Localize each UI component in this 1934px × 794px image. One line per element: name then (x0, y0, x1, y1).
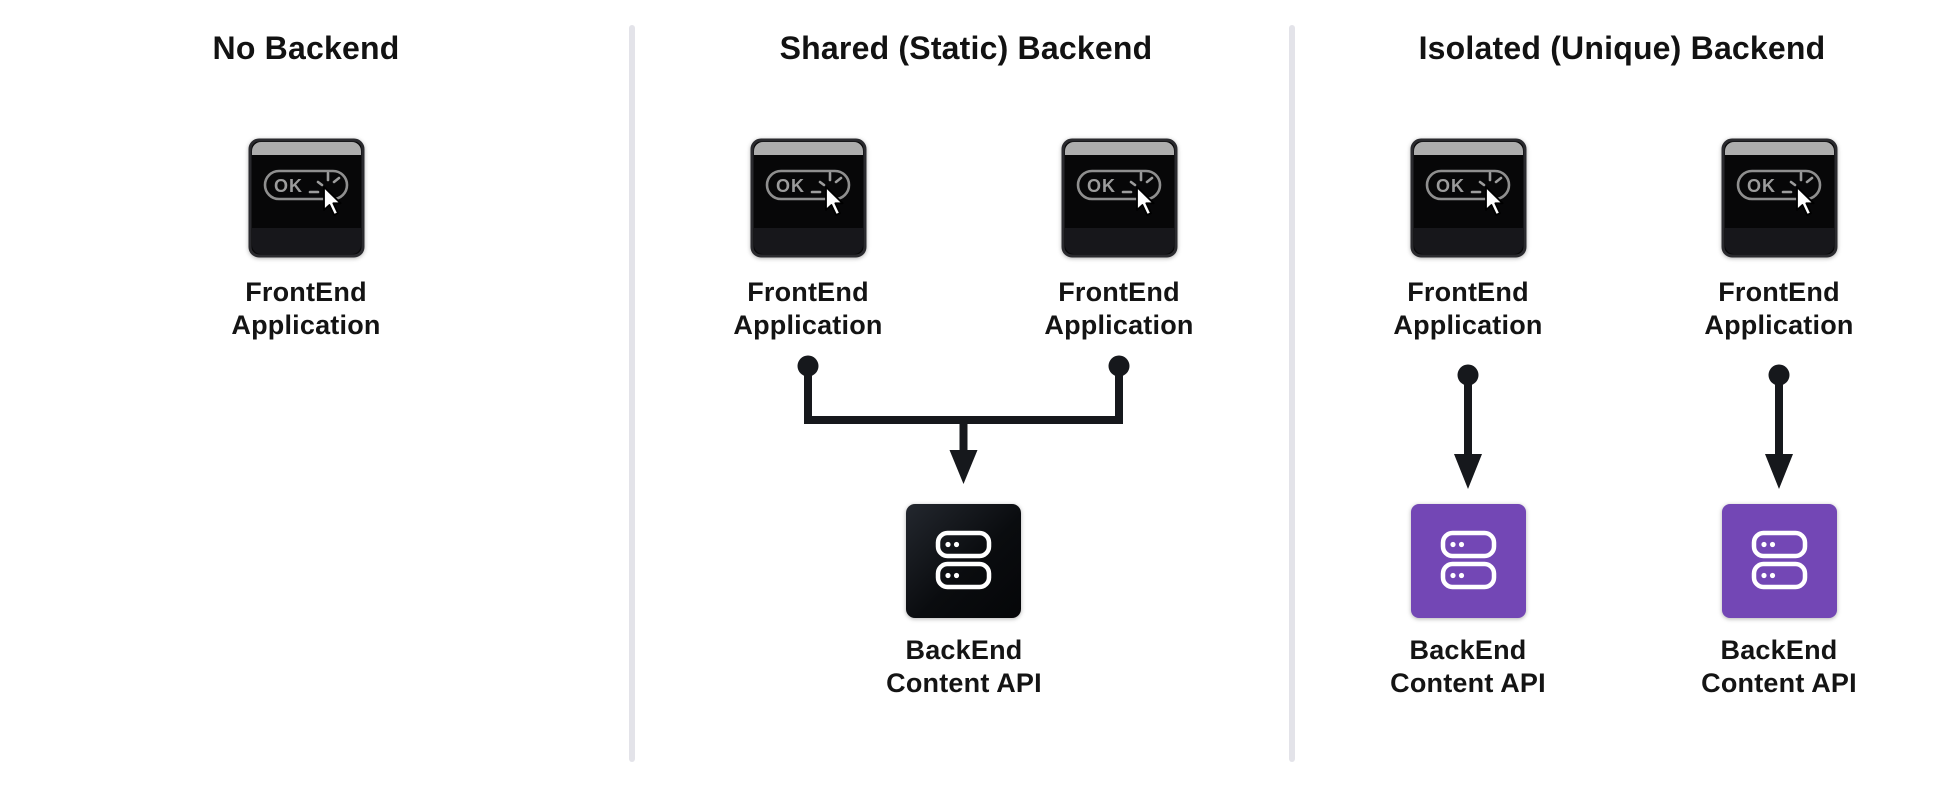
ok-button-label: OK (1436, 176, 1465, 196)
click-spark-icon (1781, 171, 1814, 194)
click-spark-icon (1470, 171, 1503, 194)
ok-button-label: OK (1747, 176, 1776, 196)
ok-button-label: OK (776, 176, 805, 196)
frontend-app-label: FrontEnd Application (1044, 277, 1194, 340)
column-divider (629, 25, 635, 762)
frontend-app-label: FrontEnd Application (733, 277, 883, 340)
click-spark-icon (308, 171, 341, 194)
server-stack-glyph (935, 530, 992, 590)
frontend-app-label: FrontEnd Application (1704, 277, 1854, 340)
cursor-arrow-icon (323, 186, 342, 216)
cursor-arrow-icon (1796, 186, 1815, 216)
cursor-arrow-icon (825, 186, 844, 216)
column-title-shared-backend: Shared (Static) Backend (779, 30, 1153, 66)
backend-api-label: BackEnd Content API (1390, 635, 1546, 698)
backend-server-icon-dark (905, 503, 1022, 619)
server-stack-glyph (1440, 530, 1497, 590)
column-title-no-backend: No Backend (212, 30, 400, 66)
click-spark-icon (1121, 171, 1154, 194)
column-divider (1289, 25, 1295, 762)
connector-isolated-arrow-2 (1765, 364, 1793, 489)
server-stack-glyph (1751, 530, 1808, 590)
connector-shared-merge-arrow (797, 355, 1130, 484)
frontend-app-browser-icon: OK (1410, 138, 1527, 258)
frontend-app-browser-icon: OK (750, 138, 867, 258)
backend-api-label: BackEnd Content API (886, 635, 1042, 698)
frontend-app-label: FrontEnd Application (1393, 277, 1543, 340)
frontend-app-label: FrontEnd Application (231, 277, 381, 340)
backend-api-label: BackEnd Content API (1701, 635, 1857, 698)
backend-server-icon-purple (1410, 503, 1527, 619)
backend-server-icon-purple (1721, 503, 1838, 619)
click-spark-icon (810, 171, 843, 194)
ok-button-label: OK (1087, 176, 1116, 196)
column-title-isolated-backend: Isolated (Unique) Backend (1418, 30, 1826, 66)
frontend-app-browser-icon: OK (1721, 138, 1838, 258)
connector-isolated-arrow-1 (1454, 364, 1482, 489)
frontend-app-browser-icon: OK (248, 138, 365, 258)
cursor-arrow-icon (1136, 186, 1155, 216)
cursor-arrow-icon (1485, 186, 1504, 216)
ok-button-label: OK (274, 176, 303, 196)
frontend-app-browser-icon: OK (1061, 138, 1178, 258)
